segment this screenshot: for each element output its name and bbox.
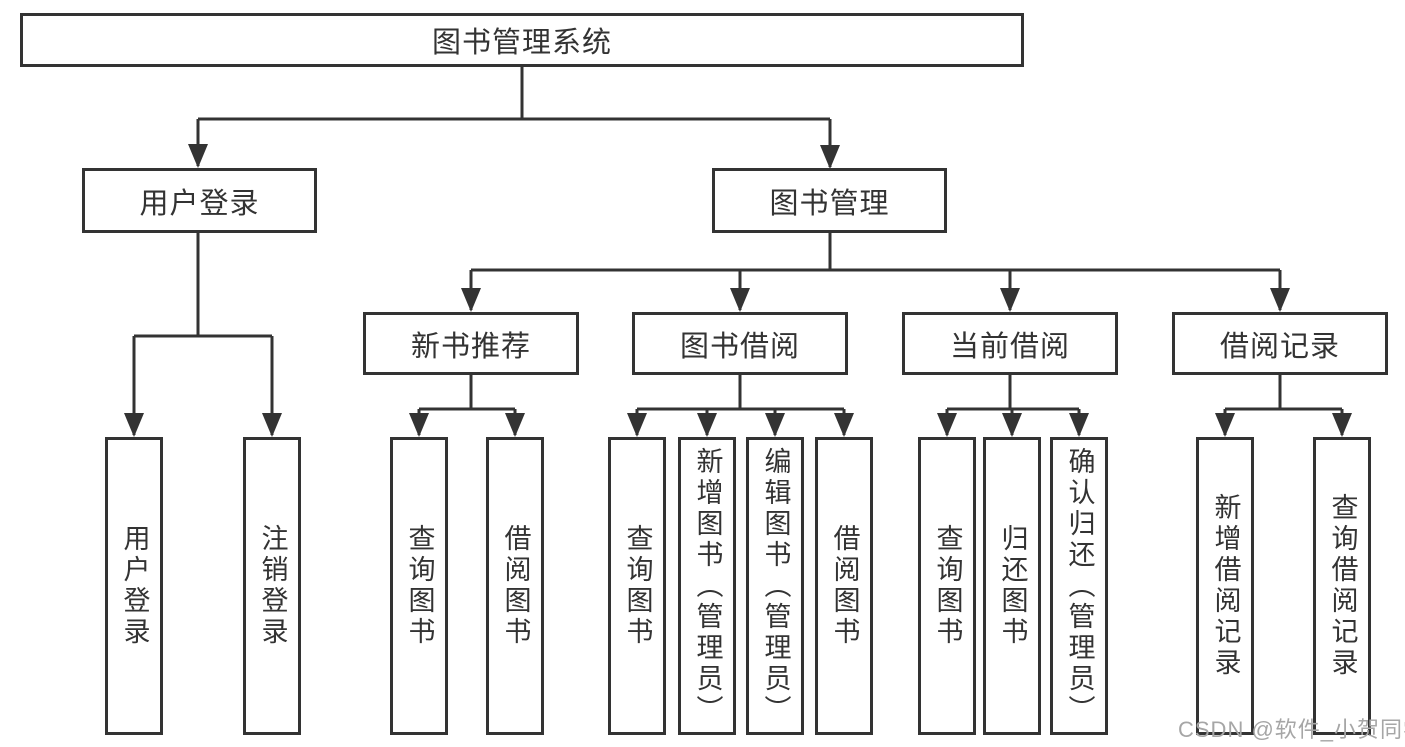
node-query-books-borrow: 查询图书 xyxy=(608,437,666,735)
leaf-label: 查询图书 xyxy=(622,524,653,648)
node-query-borrow-record: 查询借阅记录 xyxy=(1313,437,1371,735)
node-book-management: 图书管理 xyxy=(712,168,947,233)
node-query-books-current: 查询图书 xyxy=(918,437,976,735)
leaf-label: 编辑图书（管理员） xyxy=(760,446,791,726)
leaf-label: 新增借阅记录 xyxy=(1210,493,1241,679)
leaf-label: 查询图书 xyxy=(932,524,963,648)
leaf-label: 借阅图书 xyxy=(500,524,531,648)
leaf-label: 注销登录 xyxy=(257,524,288,648)
node-user-login: 用户登录 xyxy=(82,168,317,233)
node-borrow-books-leaf: 借阅图书 xyxy=(815,437,873,735)
node-new-book-recommend: 新书推荐 xyxy=(363,312,579,375)
node-logout-leaf: 注销登录 xyxy=(243,437,301,735)
leaf-label: 查询图书 xyxy=(404,524,435,648)
node-library-management-system: 图书管理系统 xyxy=(20,13,1024,67)
node-book-borrow: 图书借阅 xyxy=(632,312,848,375)
node-return-books: 归还图书 xyxy=(983,437,1041,735)
node-query-books-recommend: 查询图书 xyxy=(390,437,448,735)
node-borrow-books-recommend: 借阅图书 xyxy=(486,437,544,735)
node-confirm-return-admin: 确认归还（管理员） xyxy=(1050,437,1108,735)
leaf-label: 确认归还（管理员） xyxy=(1064,446,1095,726)
watermark-text: CSDN @软件_小贺同学 xyxy=(1178,717,1405,742)
node-edit-books-admin: 编辑图书（管理员） xyxy=(746,437,804,735)
leaf-label: 查询借阅记录 xyxy=(1327,493,1358,679)
leaf-label: 用户登录 xyxy=(119,524,150,648)
node-add-books-admin: 新增图书（管理员） xyxy=(678,437,736,735)
leaf-label: 新增图书（管理员） xyxy=(692,446,723,726)
node-user-login-leaf: 用户登录 xyxy=(105,437,163,735)
node-add-borrow-record: 新增借阅记录 xyxy=(1196,437,1254,735)
leaf-label: 借阅图书 xyxy=(829,524,860,648)
node-borrow-records: 借阅记录 xyxy=(1172,312,1388,375)
leaf-label: 归还图书 xyxy=(997,524,1028,648)
node-current-borrow: 当前借阅 xyxy=(902,312,1118,375)
